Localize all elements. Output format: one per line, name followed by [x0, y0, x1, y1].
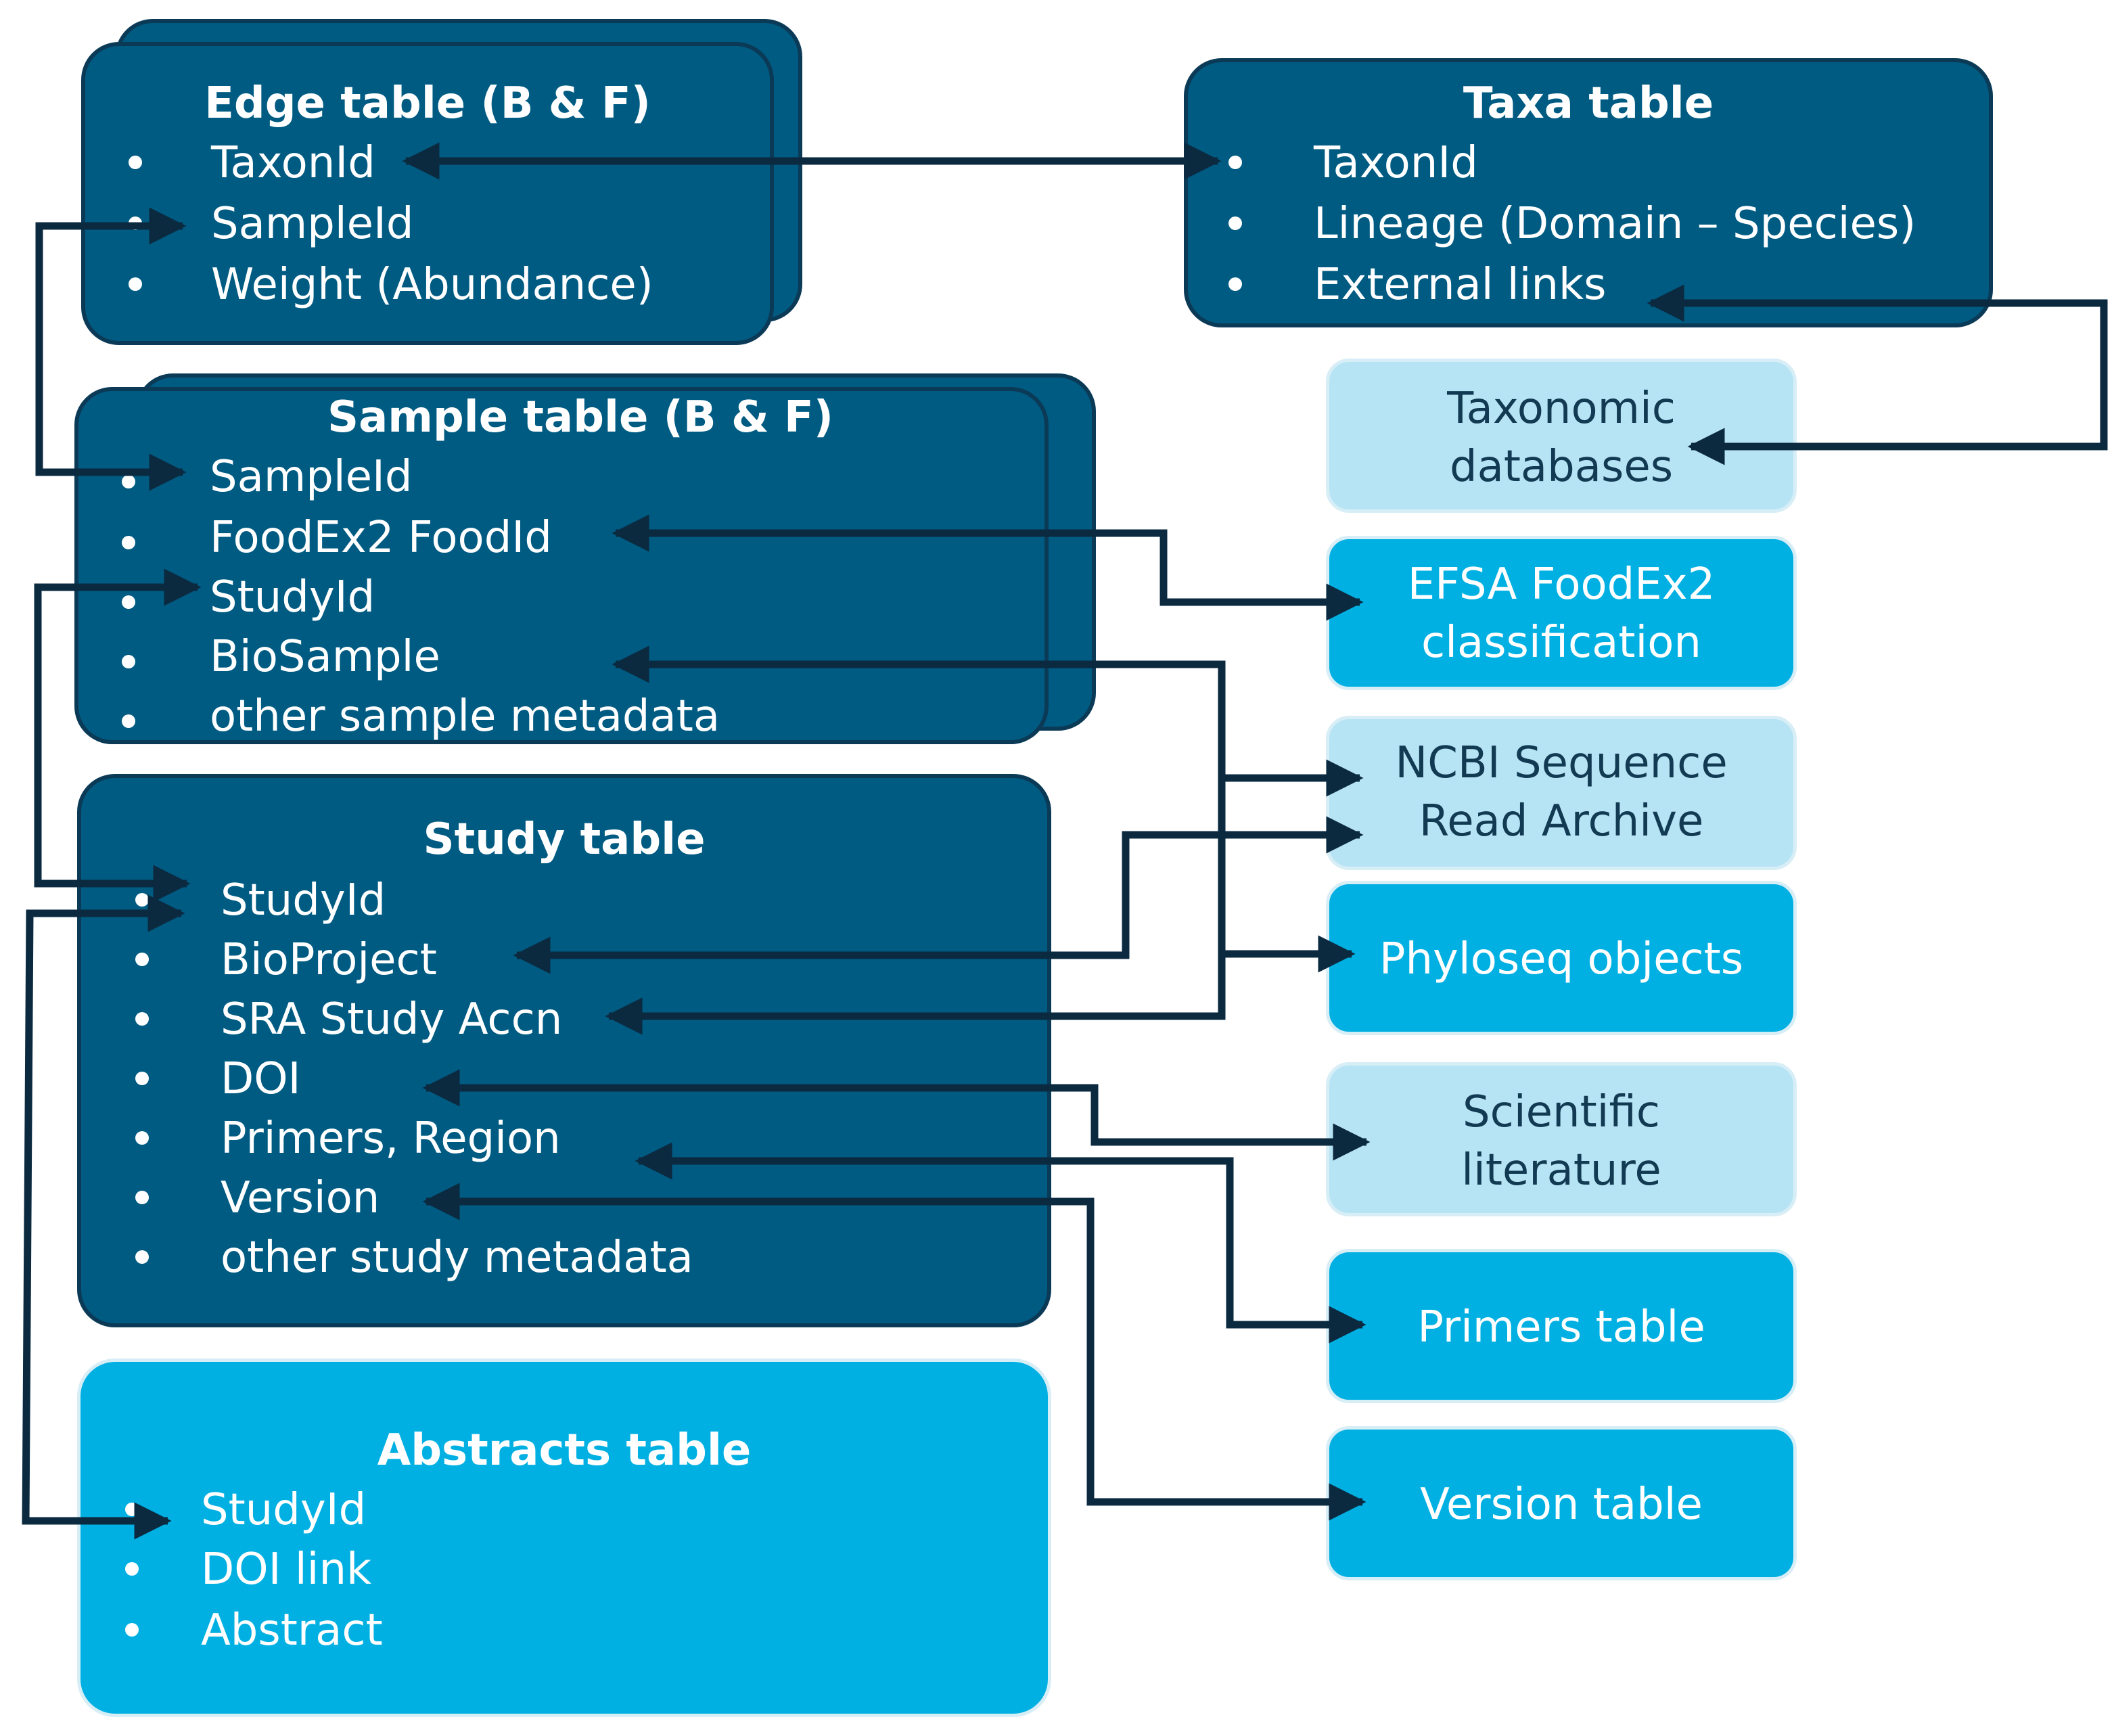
sample-table-item-studyid: StudyId — [210, 572, 375, 622]
phyloseq-line-1: Phyloseq objects — [1379, 934, 1744, 984]
arrow-version-table — [422, 1183, 1366, 1521]
study-table-item-version: Version — [221, 1173, 380, 1223]
taxa-table-title: Taxa table — [1463, 78, 1714, 129]
bullet — [125, 1623, 139, 1637]
scientific-literature-line-1: Scientific — [1463, 1087, 1660, 1137]
arrow-bioproject-ncbi-sra — [513, 816, 1364, 974]
edge-table-item-weight: Weight (Abundance) — [211, 260, 653, 310]
scientific-literature-line-2: literature — [1461, 1145, 1661, 1195]
taxonomic-databases-line-2: databases — [1449, 442, 1674, 492]
bullet — [129, 156, 142, 169]
taxonomic-databases-line-1: Taxonomic — [1447, 384, 1676, 434]
bullet — [125, 1562, 139, 1576]
bullet — [122, 475, 135, 488]
study-table-item-studyid: StudyId — [221, 875, 386, 926]
version-table-line-1: Version table — [1420, 1480, 1703, 1530]
edge-table-item-sampleid: SampleId — [211, 199, 414, 249]
bullet — [122, 714, 135, 728]
bullet — [1228, 156, 1242, 169]
study-table-item-doi: DOI — [221, 1054, 301, 1104]
sample-table-item-biosample: BioSample — [210, 632, 440, 682]
arrow-doi-literature — [422, 1069, 1371, 1161]
arrow-primers-region-table — [635, 1142, 1366, 1344]
abstracts-table-item-doi-link: DOI link — [201, 1545, 372, 1595]
edge-table-title: Edge table (B & F) — [204, 78, 651, 129]
bullet — [1228, 216, 1242, 230]
edge-table: Edge table (B & F) TaxonId SampleId Weig… — [81, 42, 774, 345]
bullet — [1228, 277, 1242, 291]
study-table-item-bioproject: BioProject — [221, 935, 437, 985]
efsa-foodex2-box: EFSA FoodEx2 classification — [1326, 536, 1797, 690]
arrow-biosample-bus — [605, 645, 1226, 1035]
arrow-study-abstracts-studyid — [22, 894, 185, 1540]
efsa-foodex2-line-1: EFSA FoodEx2 — [1407, 559, 1716, 610]
abstracts-table-item-studyid: StudyId — [201, 1485, 367, 1535]
bullet — [122, 655, 135, 668]
study-table-item-sra: SRA Study Accn — [221, 995, 563, 1045]
arrow-foodid-efsa — [612, 514, 1364, 621]
taxa-table-item-external-links: External links — [1314, 260, 1607, 310]
ncbi-sra-line-1: NCBI Sequence — [1395, 738, 1728, 788]
taxa-table-item-lineage: Lineage (Domain – Species) — [1314, 199, 1916, 249]
phyloseq-box: Phyloseq objects — [1326, 881, 1797, 1035]
arrow-taxa-taxonomic-databases — [1647, 284, 2108, 465]
bullet — [129, 277, 142, 291]
arrow-sample-study-studyid — [34, 568, 202, 903]
taxa-table-item-taxonid: TaxonId — [1314, 138, 1478, 188]
sample-table-item-foodid: FoodEx2 FoodId — [210, 513, 552, 563]
sample-table-item-sampleid: SampleId — [210, 452, 413, 502]
edge-table-item-taxonid: TaxonId — [211, 138, 375, 188]
primers-table-line-1: Primers table — [1417, 1302, 1705, 1352]
bullet — [122, 536, 135, 549]
scientific-literature-box: Scientific literature — [1326, 1062, 1797, 1216]
taxa-table: Taxa table TaxonId Lineage (Domain – Spe… — [1184, 58, 1993, 327]
arrow-edge-sample-sampleid — [35, 207, 187, 491]
efsa-foodex2-line-2: classification — [1421, 618, 1701, 668]
sample-table-title: Sample table (B & F) — [327, 392, 833, 442]
version-table-box: Version table — [1326, 1426, 1797, 1580]
abstracts-table-item-abstract: Abstract — [201, 1605, 383, 1655]
ncbi-sra-box: NCBI Sequence Read Archive — [1326, 716, 1797, 870]
primers-table-box: Primers table — [1326, 1249, 1797, 1403]
ncbi-sra-line-2: Read Archive — [1419, 796, 1704, 846]
bullet — [122, 595, 135, 609]
